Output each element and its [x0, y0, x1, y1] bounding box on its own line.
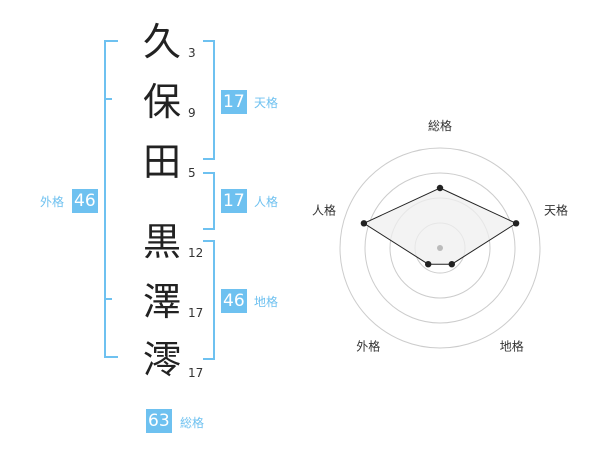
- gaikaku-value: 46: [72, 189, 98, 213]
- jinkaku-bracket-top: [203, 172, 215, 174]
- stroke-count-3: 5: [188, 166, 196, 180]
- radar-axis-label-4: 外格: [356, 339, 380, 354]
- tenkaku-bracket-vertical: [213, 40, 215, 160]
- stroke-count-5: 17: [188, 306, 204, 320]
- tenkaku-label: 天格: [254, 96, 279, 110]
- name-char-5: 澤: [142, 280, 181, 324]
- name-char-6: 澪: [142, 338, 181, 382]
- radar-data-polygon: [362, 187, 518, 265]
- gaikaku-label: 外格: [40, 195, 65, 209]
- radar-ring-4: [339, 147, 541, 349]
- tenkaku-bracket-bottom: [203, 158, 215, 160]
- stroke-count-6: 17: [188, 366, 204, 380]
- radar-ring-3: [364, 172, 516, 324]
- name-char-1: 久: [142, 20, 181, 64]
- chikaku-bracket-vertical: [213, 240, 215, 360]
- soukaku-value: 63: [146, 409, 172, 433]
- radar-point-2: [512, 220, 520, 227]
- jinkaku-value: 17: [221, 189, 247, 213]
- gaikaku-bracket-vertical: [104, 40, 106, 358]
- radar-axis-label-3: 地格: [500, 339, 524, 354]
- name-char-2: 保: [142, 80, 181, 124]
- jinkaku-bracket-vertical: [213, 172, 215, 230]
- radar-point-4: [425, 261, 432, 268]
- radar-point-1: [436, 184, 444, 192]
- radar-axis-label-1: 総格: [428, 118, 452, 133]
- soukaku-label: 総格: [180, 416, 205, 430]
- name-char-3: 田: [142, 140, 181, 184]
- radar-center-dot: [437, 245, 443, 251]
- name-char-4: 黒: [142, 220, 181, 264]
- chikaku-bracket-bottom: [203, 358, 215, 360]
- gaikaku-bracket-top: [104, 40, 118, 42]
- jinkaku-label: 人格: [254, 195, 279, 209]
- chikaku-value: 46: [221, 289, 247, 313]
- chikaku-label: 地格: [254, 295, 279, 309]
- gaikaku-tick-2: [104, 298, 112, 300]
- gaikaku-tick-1: [104, 98, 112, 100]
- radar-point-3: [448, 261, 455, 268]
- stroke-count-2: 9: [188, 106, 196, 120]
- radar-axis-label-2: 天格: [544, 202, 568, 217]
- radar-point-5: [360, 220, 368, 227]
- stroke-count-1: 3: [188, 46, 196, 60]
- radar-axis-label-5: 人格: [312, 202, 336, 217]
- tenkaku-bracket-top: [203, 40, 215, 42]
- tenkaku-value: 17: [221, 90, 247, 114]
- jinkaku-bracket-bottom: [203, 228, 215, 230]
- chikaku-bracket-top: [203, 240, 215, 242]
- stroke-count-4: 12: [188, 246, 204, 260]
- gaikaku-bracket-bottom: [104, 356, 118, 358]
